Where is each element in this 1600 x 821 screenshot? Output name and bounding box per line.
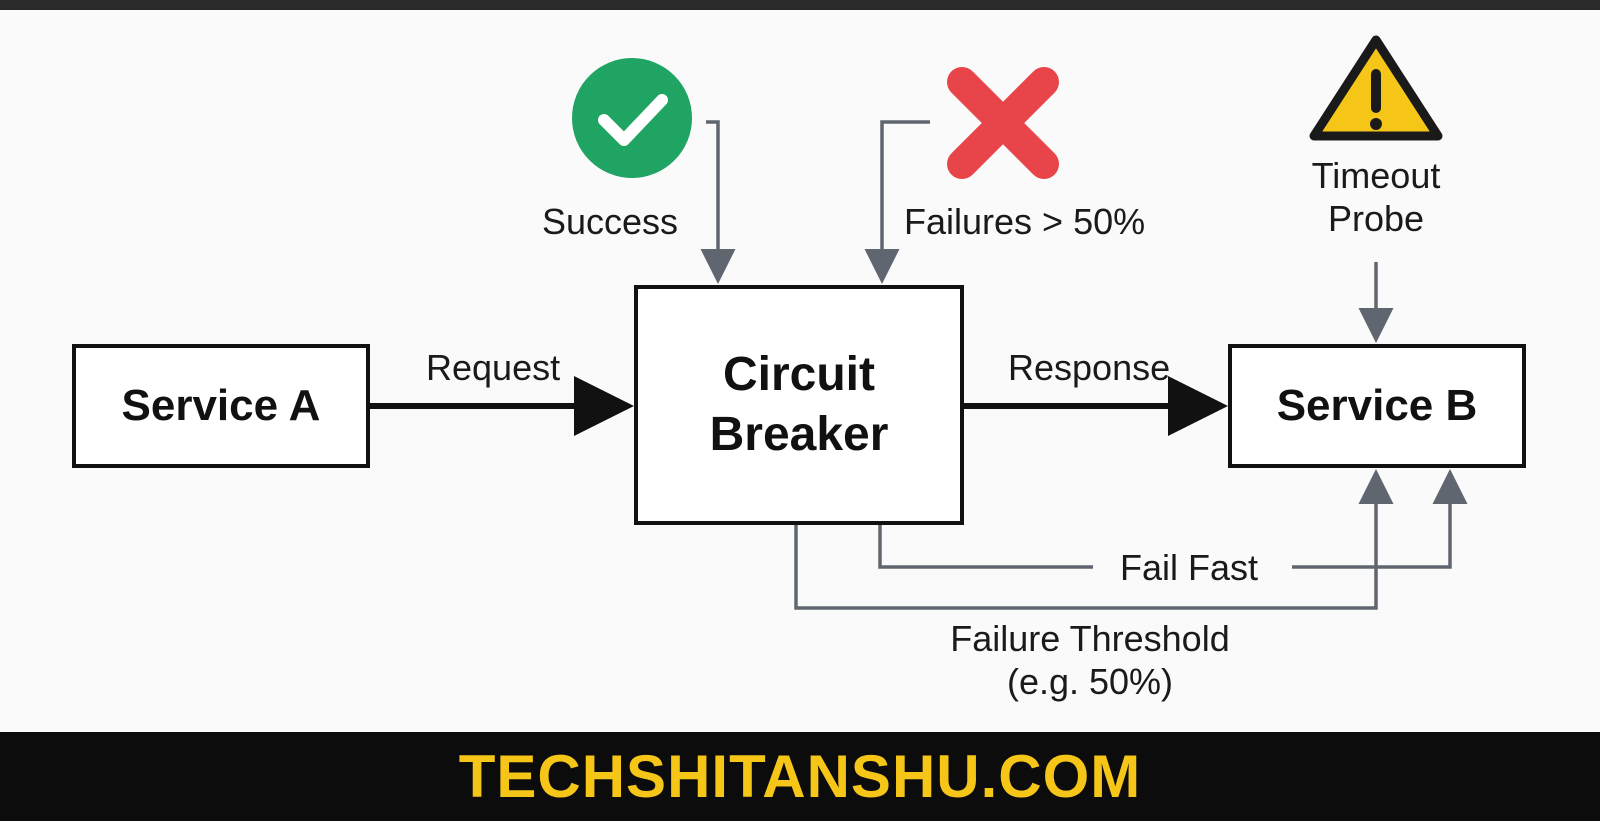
red-x-icon	[947, 67, 1059, 179]
fail-fast-label: Fail Fast	[1120, 547, 1259, 588]
connector-layer	[370, 35, 1468, 610]
failure-threshold-line1: Failure Threshold	[950, 618, 1230, 659]
failure-threshold-line2: (e.g. 50%)	[1006, 661, 1174, 703]
success-connector	[700, 120, 736, 284]
service-b-node: Service B	[1228, 344, 1526, 468]
request-label: Request	[426, 347, 561, 388]
service-a-node: Service A	[72, 344, 370, 468]
timeout-probe-line2: Probe	[1327, 198, 1425, 240]
circuit-breaker-label-line1: Circuit	[722, 348, 875, 401]
service-b-label: Service B	[1276, 381, 1478, 430]
failures-connector	[864, 120, 930, 284]
timeout-probe-label: Timeout Probe	[1290, 154, 1462, 240]
footer-brand-text: TECHSHITANSHU.COM	[458, 743, 1142, 810]
success-label: Success	[542, 201, 679, 242]
service-a-label: Service A	[121, 381, 321, 430]
timeout-probe-line1: Timeout	[1311, 155, 1441, 196]
failures-label: Failures > 50%	[904, 201, 1146, 242]
threshold-connector	[794, 469, 1394, 610]
circuit-breaker-label-line2: Breaker	[709, 408, 889, 461]
warning-triangle-icon	[1309, 35, 1443, 141]
fail-fast-connector-right	[1292, 469, 1468, 569]
footer-bar: TECHSHITANSHU.COM	[0, 732, 1600, 821]
failure-threshold-label: Failure Threshold (e.g. 50%)	[920, 617, 1260, 703]
check-circle-icon	[572, 58, 692, 178]
response-label: Response	[1008, 347, 1171, 388]
top-strip	[0, 0, 1600, 10]
circuit-breaker-node: Circuit Breaker	[634, 285, 964, 525]
fail-fast-connector-left	[878, 525, 1093, 569]
